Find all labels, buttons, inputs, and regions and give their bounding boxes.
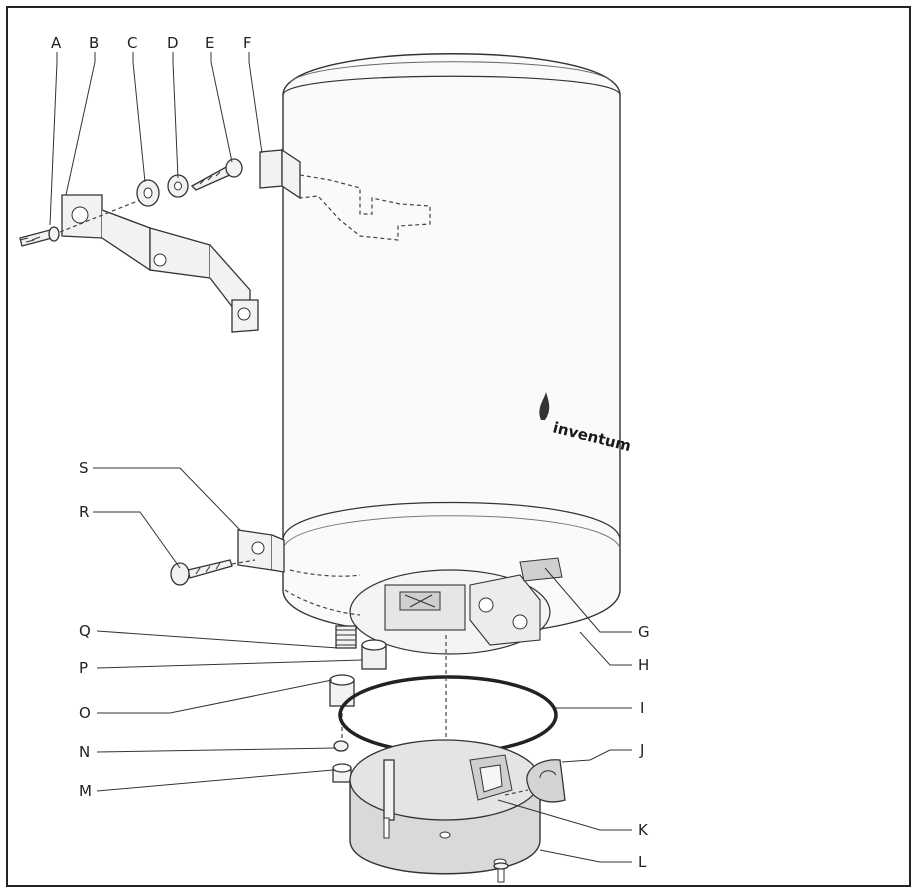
cap-j xyxy=(526,759,566,803)
screw-e xyxy=(190,158,243,191)
label-c: C xyxy=(127,34,137,52)
nut-m xyxy=(332,763,352,783)
label-n: N xyxy=(79,743,90,761)
label-p: P xyxy=(79,659,88,677)
label-m: M xyxy=(79,782,92,800)
bottom-cover xyxy=(349,739,541,875)
pipe-q xyxy=(335,625,357,649)
screw-r xyxy=(170,559,233,586)
part-labels: A B C D E F G H I J K L M N O P Q R S xyxy=(51,34,650,871)
washer-d xyxy=(167,174,189,198)
top-bracket-hook xyxy=(259,148,431,241)
label-j: J xyxy=(639,741,644,759)
label-a: A xyxy=(51,34,62,52)
bolt-a xyxy=(19,226,60,247)
label-h: H xyxy=(638,656,649,674)
washer-c xyxy=(136,179,160,207)
label-q: Q xyxy=(79,622,91,640)
leader-lines xyxy=(49,52,632,863)
label-l: L xyxy=(638,853,647,871)
axis-r-s xyxy=(231,559,361,577)
label-d: D xyxy=(167,34,179,52)
boiler-tank xyxy=(282,53,621,655)
fitting-o xyxy=(329,674,355,707)
diagram-border xyxy=(6,6,911,887)
label-i: I xyxy=(640,699,644,717)
lower-bracket xyxy=(237,529,285,573)
label-g: G xyxy=(638,623,650,641)
pipe-p xyxy=(361,639,387,670)
label-b: B xyxy=(89,34,99,52)
cover-screw xyxy=(493,862,509,883)
bottom-rail-dash xyxy=(284,589,361,616)
washer-n xyxy=(333,740,349,752)
label-e: E xyxy=(205,34,214,52)
label-f: F xyxy=(243,34,252,52)
wall-bracket xyxy=(61,194,259,333)
label-k: K xyxy=(638,821,649,839)
label-o: O xyxy=(79,704,91,722)
label-s: S xyxy=(79,459,89,477)
label-r: R xyxy=(79,503,89,521)
axis-a-b xyxy=(59,199,141,233)
axis-j-k xyxy=(504,789,529,796)
